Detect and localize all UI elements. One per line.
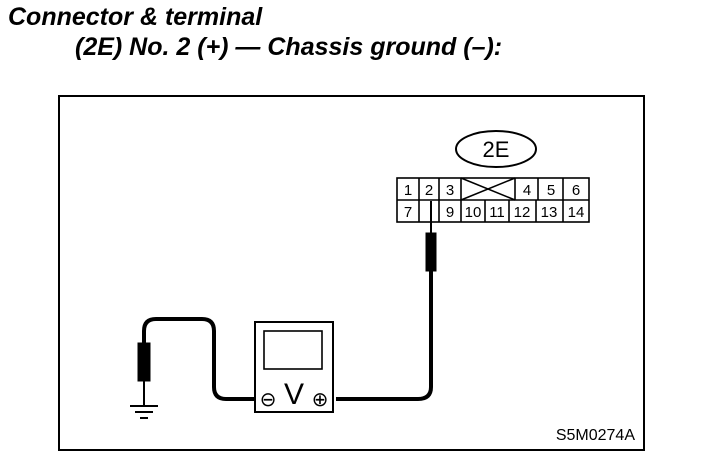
chassis-ground-icon (130, 405, 158, 419)
pin-label: 10 (465, 204, 482, 221)
connector-label: 2E (483, 137, 510, 162)
positive-terminal-icon: ⊕ (312, 387, 329, 411)
pin-label: 1 (404, 182, 412, 199)
negative-terminal-icon: ⊖ (260, 387, 277, 411)
pin-label: 12 (514, 204, 531, 221)
pin-label: 4 (523, 182, 531, 199)
wiring-figure: 2E 1 2 3 4 5 6 (58, 95, 645, 451)
heading-line-2: (2E) No. 2 (+) — Chassis ground (–): (75, 33, 503, 61)
voltmeter (254, 321, 334, 413)
pin-label: 7 (404, 204, 412, 221)
negative-lead (142, 317, 256, 401)
pin-label: 14 (568, 204, 585, 221)
positive-probe (425, 201, 437, 387)
pin-label: 6 (572, 182, 580, 199)
connector-2e (396, 177, 590, 223)
pin-label: 9 (446, 204, 454, 221)
connector-label-oval (455, 130, 537, 168)
pin-label: 5 (547, 182, 555, 199)
positive-lead (336, 386, 433, 401)
diagram-heading: Connector & terminal (2E) No. 2 (+) — Ch… (8, 2, 502, 62)
pin-label: 3 (446, 182, 454, 199)
ground-probe (137, 342, 151, 405)
wiring-diagram: 2E 1 2 3 4 5 6 (130, 130, 590, 419)
figure-id: S5M0274A (555, 427, 635, 444)
heading-line-1: Connector & terminal (8, 3, 263, 31)
voltmeter-symbol: V (284, 378, 304, 411)
pin-label: 11 (489, 204, 505, 221)
pin-label: 13 (541, 204, 558, 221)
pin-label: 2 (425, 182, 433, 199)
